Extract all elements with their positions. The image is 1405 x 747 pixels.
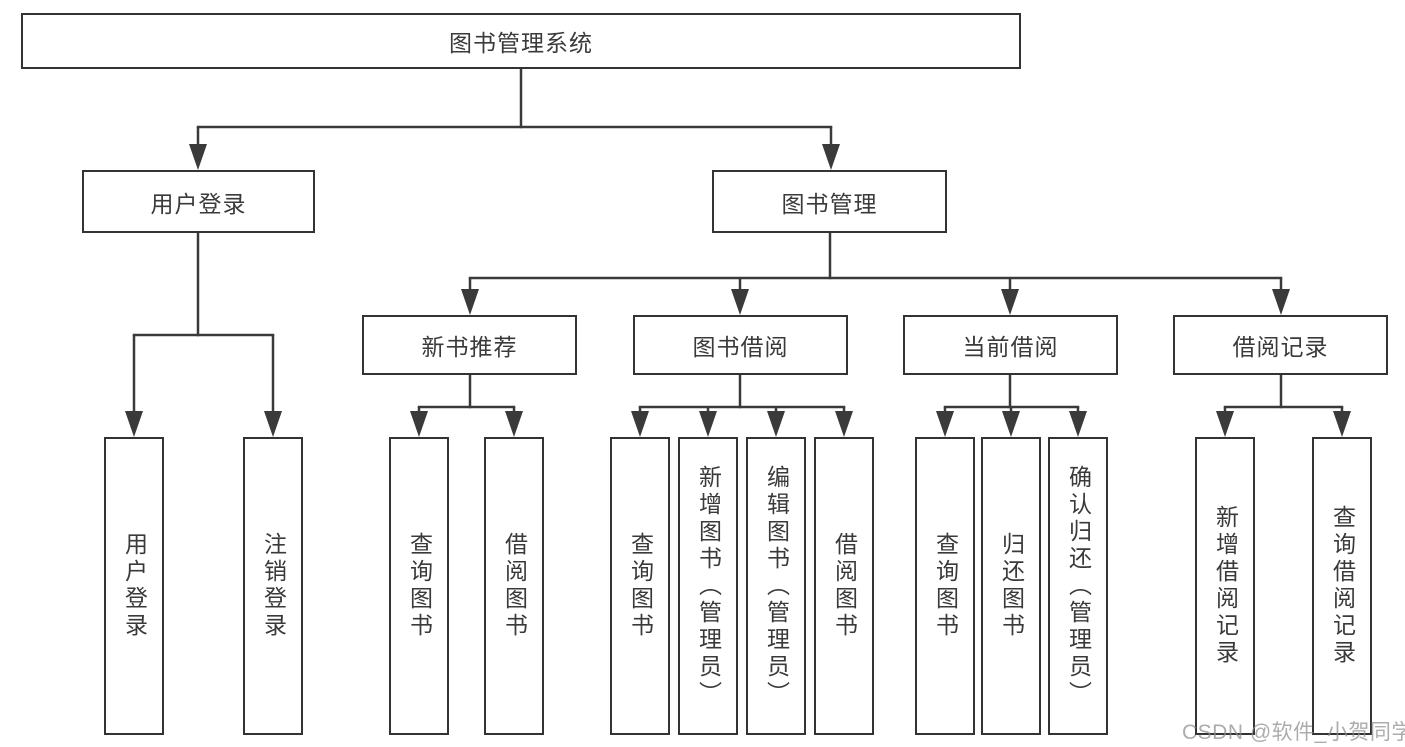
node-current-borrow: 当前借阅 [903, 315, 1118, 375]
node-borrow-records-label: 借阅记录 [1232, 334, 1329, 360]
node-current-borrow-label: 当前借阅 [962, 334, 1059, 360]
connector-bookmgmt-to-level3 [468, 233, 1283, 293]
leaf-query-books-borrow-label: 查询图书 [627, 532, 654, 640]
connector-bookborrow-leaves [638, 405, 846, 415]
watermark: CSDN @软件_小贺同学 [1182, 721, 1405, 744]
leaf-confirm-return-admin: 确认归还（管理员） [1048, 437, 1108, 735]
leaf-query-books-current: 查询图书 [915, 437, 975, 735]
node-book-borrow: 图书借阅 [633, 315, 848, 375]
leaf-add-borrow-record: 新增借阅记录 [1195, 437, 1255, 735]
leaf-edit-book-admin-label: 编辑图书（管理员） [763, 464, 790, 708]
node-book-borrow-label: 图书借阅 [692, 334, 789, 360]
leaf-edit-book-admin: 编辑图书（管理员） [746, 437, 806, 735]
node-root: 图书管理系统 [21, 13, 1021, 69]
node-book-management-label: 图书管理 [781, 190, 878, 217]
leaf-borrow-books-recommend: 借阅图书 [484, 437, 544, 735]
leaf-confirm-return-admin-label: 确认归还（管理员） [1065, 464, 1092, 708]
connector-borrowrecords-leaves [1223, 405, 1344, 415]
leaf-logout: 注销登录 [243, 437, 303, 735]
leaf-borrow-books: 借阅图书 [814, 437, 874, 735]
leaf-query-borrow-record: 查询借阅记录 [1312, 437, 1372, 735]
leaf-query-books-current-label: 查询图书 [932, 532, 959, 640]
connector-level3-stubs [468, 375, 1283, 409]
leaf-logout-label: 注销登录 [260, 532, 287, 640]
node-user-login-label: 用户登录 [150, 190, 247, 217]
leaf-query-borrow-record-label: 查询借阅记录 [1329, 505, 1356, 667]
node-root-label: 图书管理系统 [449, 30, 593, 56]
leaf-query-books-recommend: 查询图书 [389, 437, 449, 735]
leaf-add-book-admin: 新增图书（管理员） [678, 437, 738, 735]
leaf-borrow-books-recommend-label: 借阅图书 [501, 532, 528, 640]
connector-root-to-level2 [196, 69, 833, 148]
leaf-user-login-label: 用户登录 [121, 532, 148, 640]
leaf-query-books-borrow: 查询图书 [610, 437, 670, 735]
leaf-return-book-label: 归还图书 [998, 532, 1025, 640]
node-borrow-records: 借阅记录 [1173, 315, 1388, 375]
leaf-user-login: 用户登录 [104, 437, 164, 735]
arrowheads [125, 144, 1351, 437]
connector-userlogin-to-leaves [132, 233, 275, 415]
connector-newbook-leaves [417, 405, 516, 415]
node-new-book-recommend: 新书推荐 [362, 315, 577, 375]
node-user-login: 用户登录 [82, 170, 315, 233]
leaf-add-borrow-record-label: 新增借阅记录 [1212, 505, 1239, 667]
node-new-book-recommend-label: 新书推荐 [421, 334, 518, 360]
leaf-query-books-recommend-label: 查询图书 [406, 532, 433, 640]
leaf-add-book-admin-label: 新增图书（管理员） [695, 464, 722, 708]
leaf-return-book: 归还图书 [981, 437, 1041, 735]
node-book-management: 图书管理 [712, 170, 947, 233]
leaf-borrow-books-label: 借阅图书 [831, 532, 858, 640]
